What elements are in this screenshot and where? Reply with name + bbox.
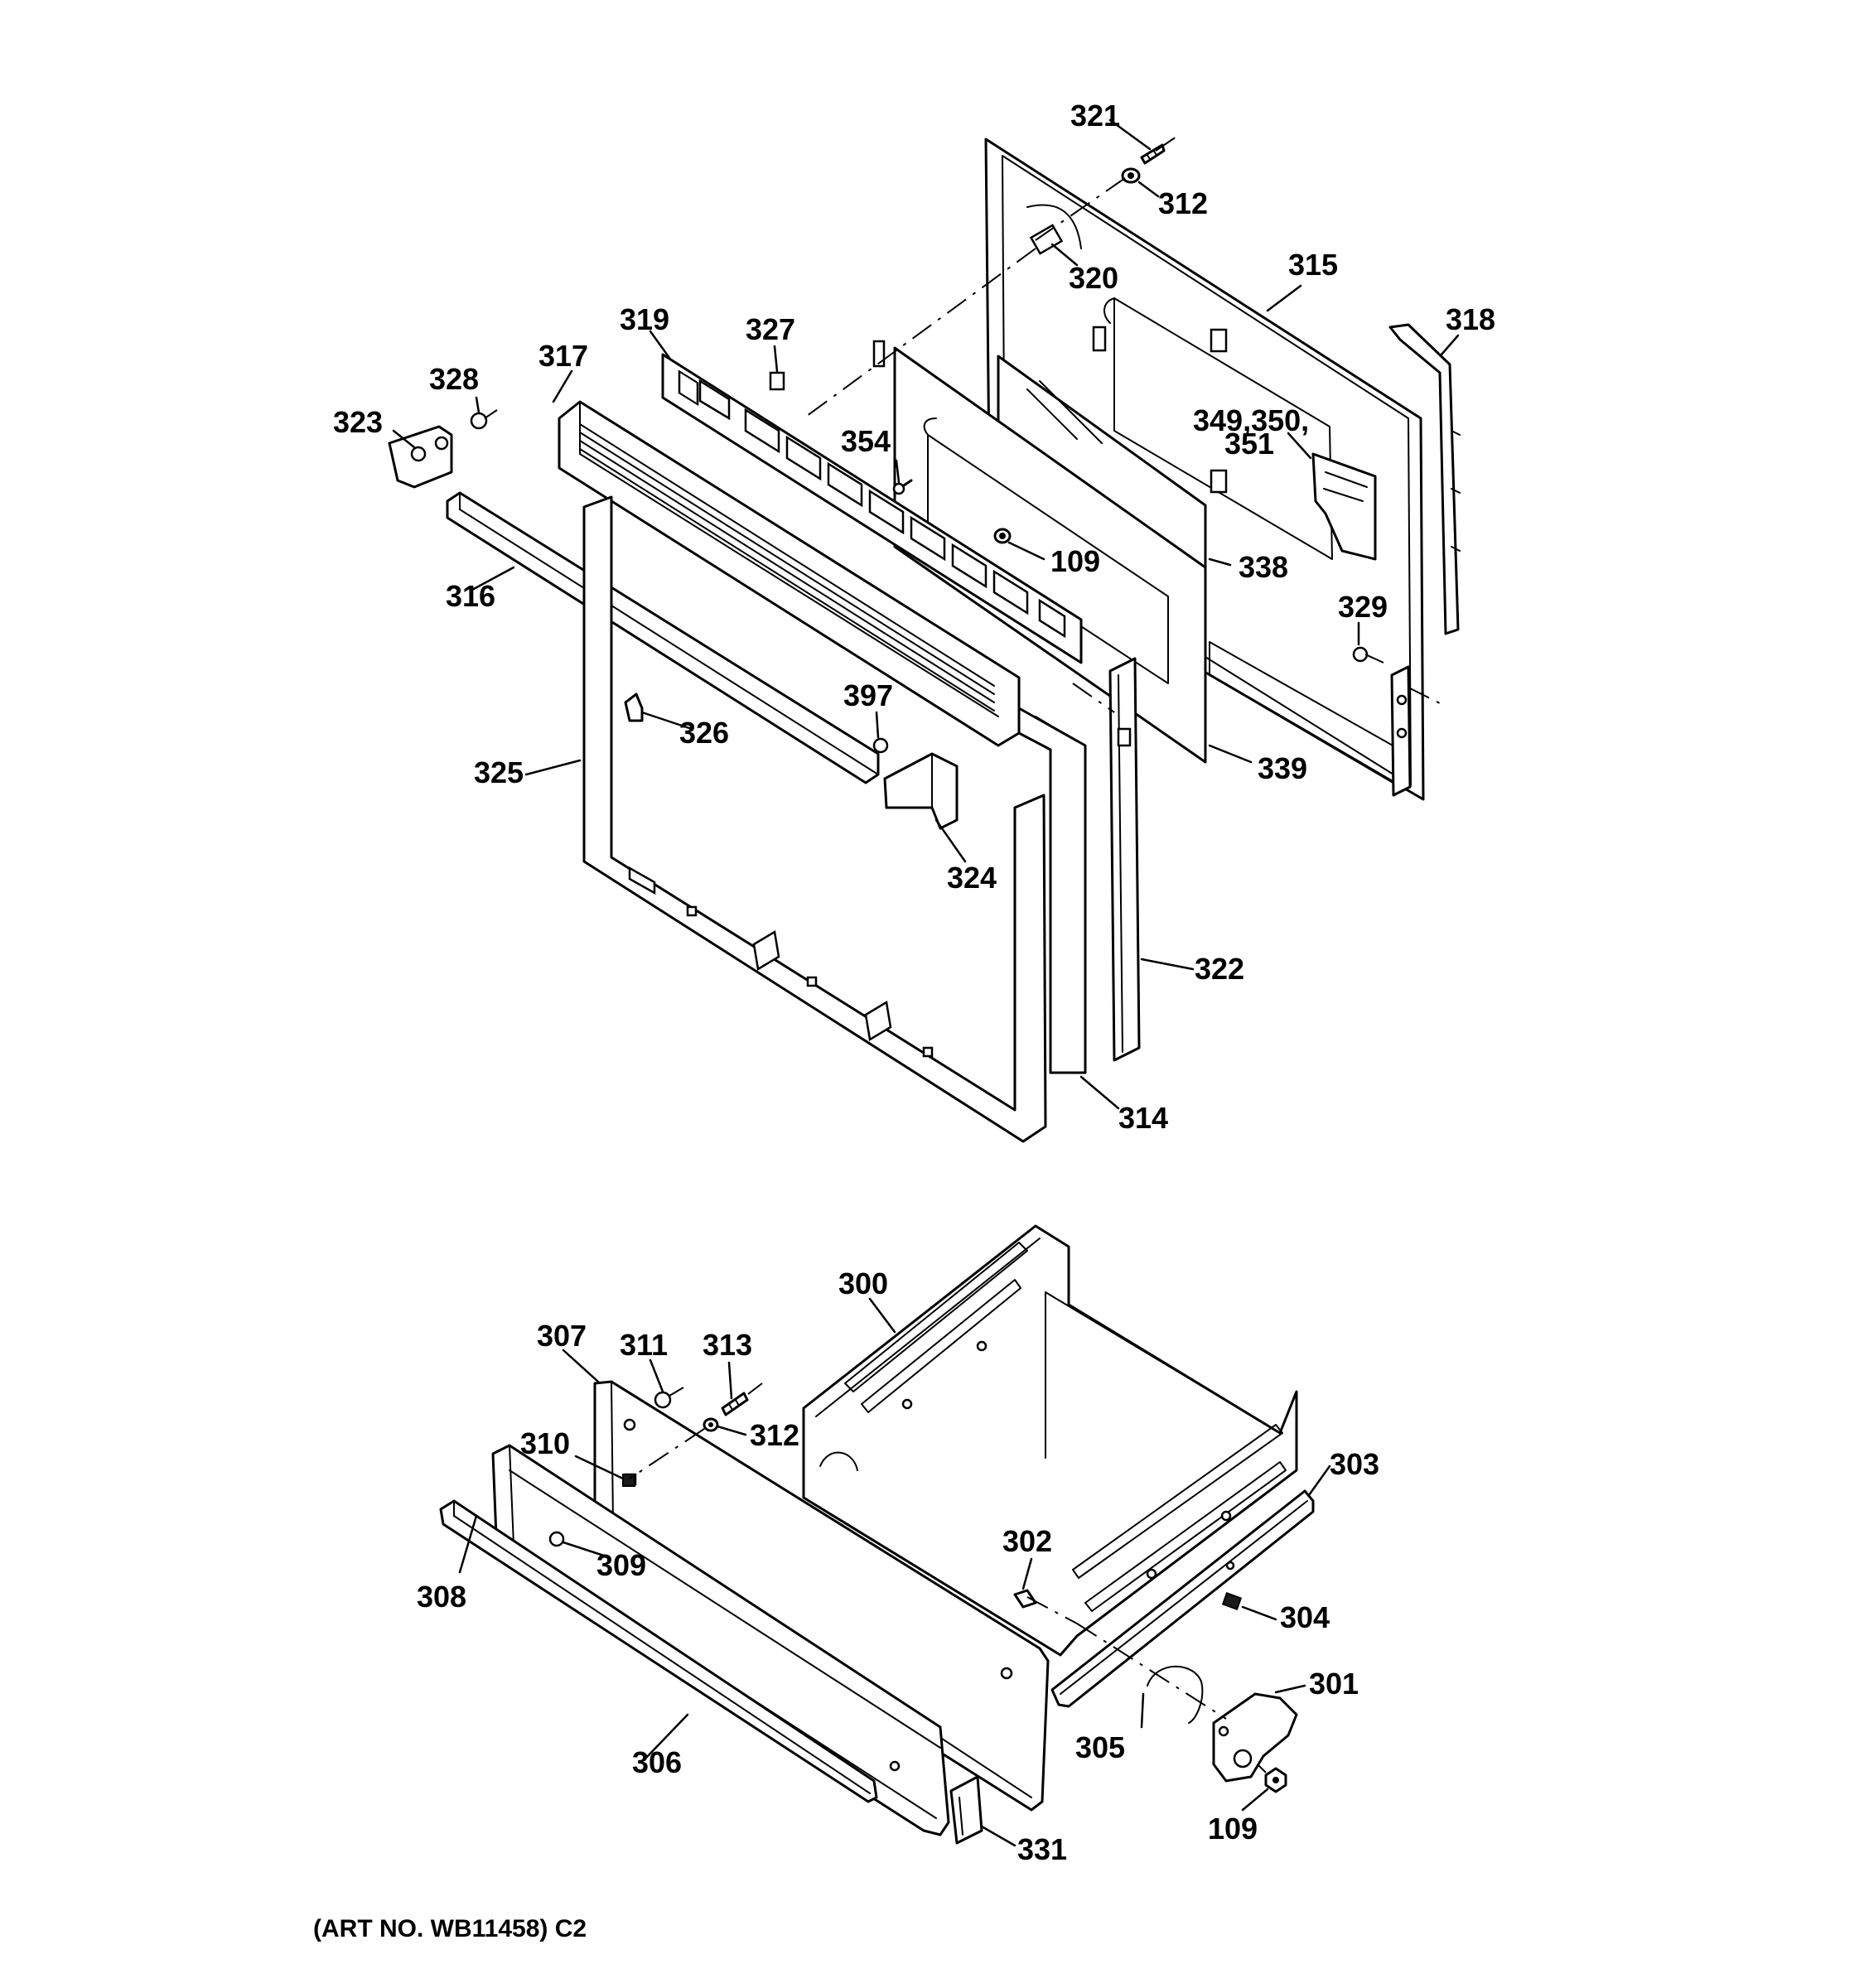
label-109-drawer: 109	[1208, 1812, 1258, 1846]
part-stud	[1013, 1589, 1037, 1609]
part-panel-hinge	[1390, 665, 1412, 797]
label-303: 303	[1330, 1447, 1379, 1481]
oven-door-assembly	[388, 136, 1461, 1143]
storage-drawer-assembly	[439, 1224, 1315, 1845]
label-304: 304	[1280, 1600, 1330, 1634]
part-screw-329	[1352, 646, 1369, 663]
label-323: 323	[333, 405, 383, 439]
label-302: 302	[1002, 1524, 1052, 1558]
label-322: 322	[1195, 952, 1244, 986]
label-317: 317	[538, 339, 588, 373]
label-301: 301	[1309, 1667, 1359, 1701]
part-screw-354	[892, 479, 913, 495]
label-331: 331	[1017, 1832, 1067, 1866]
label-306: 306	[632, 1745, 682, 1779]
part-clip-327	[769, 371, 785, 391]
label-312-drawer: 312	[750, 1418, 799, 1452]
part-labels: 321 312 320 315 318 319 327 317 328 323 …	[333, 99, 1495, 1866]
label-307: 307	[537, 1319, 587, 1353]
part-insulation	[1311, 452, 1377, 561]
label-325: 325	[474, 755, 524, 789]
label-305: 305	[1075, 1730, 1125, 1764]
part-door-side-rail	[1108, 657, 1141, 1062]
vent-panel-slots	[698, 379, 1066, 639]
label-349-350: 349,350,	[1193, 403, 1309, 437]
part-nut-109-drawer	[1264, 1767, 1287, 1793]
label-300: 300	[838, 1267, 888, 1300]
label-309: 309	[596, 1548, 646, 1582]
part-screw-313	[721, 1392, 749, 1416]
label-321: 321	[1070, 99, 1120, 133]
label-308: 308	[417, 1580, 466, 1614]
label-316: 316	[446, 579, 495, 613]
part-door-handle	[446, 491, 880, 784]
part-outer-glass	[1017, 707, 1087, 1074]
part-vent-panel	[661, 353, 1083, 664]
label-351: 351	[1224, 427, 1274, 461]
label-326: 326	[679, 716, 729, 750]
label-339: 339	[1258, 751, 1307, 785]
label-354: 354	[841, 424, 891, 458]
label-338: 338	[1239, 550, 1288, 584]
label-319: 319	[620, 302, 669, 336]
label-324: 324	[947, 861, 997, 895]
part-screw-397	[872, 737, 889, 754]
part-hinge-cover	[883, 752, 959, 830]
part-door-frame	[582, 495, 1047, 1143]
label-312-top: 312	[1158, 186, 1208, 220]
part-clip-310	[622, 1474, 635, 1487]
part-wire-clip	[1147, 1665, 1204, 1724]
part-drawer-end-bracket	[949, 1775, 983, 1845]
part-bracket-326	[624, 692, 644, 722]
label-109-top: 109	[1050, 544, 1100, 578]
part-hinge-receiver	[1029, 224, 1064, 255]
part-roller	[1221, 1592, 1243, 1610]
label-318: 318	[1446, 302, 1495, 336]
leader-lines	[392, 118, 1460, 1847]
part-drawer-trim	[439, 1499, 878, 1803]
label-310: 310	[520, 1426, 570, 1460]
label-313: 313	[703, 1328, 752, 1362]
part-nut-311	[654, 1391, 672, 1409]
label-329: 329	[1338, 590, 1388, 624]
part-drawer-bracket	[1212, 1692, 1298, 1783]
part-screw-328	[470, 412, 488, 430]
label-328: 328	[429, 362, 479, 396]
part-glass-frame	[872, 340, 1207, 764]
label-320: 320	[1069, 261, 1118, 295]
art-number-caption: (ART NO. WB11458) C2	[313, 1915, 587, 1942]
vent-trim-louvers	[579, 423, 995, 712]
part-door-inner-panel	[984, 138, 1425, 801]
label-315: 315	[1288, 248, 1338, 282]
part-side-trim	[1388, 323, 1461, 635]
label-311: 311	[620, 1328, 668, 1362]
label-397: 397	[843, 678, 893, 712]
part-drawer-rail	[1050, 1489, 1315, 1708]
label-327: 327	[746, 312, 795, 346]
part-door-hinge	[388, 425, 453, 489]
part-drawer-body	[802, 1224, 1298, 1657]
label-314: 314	[1118, 1101, 1168, 1135]
